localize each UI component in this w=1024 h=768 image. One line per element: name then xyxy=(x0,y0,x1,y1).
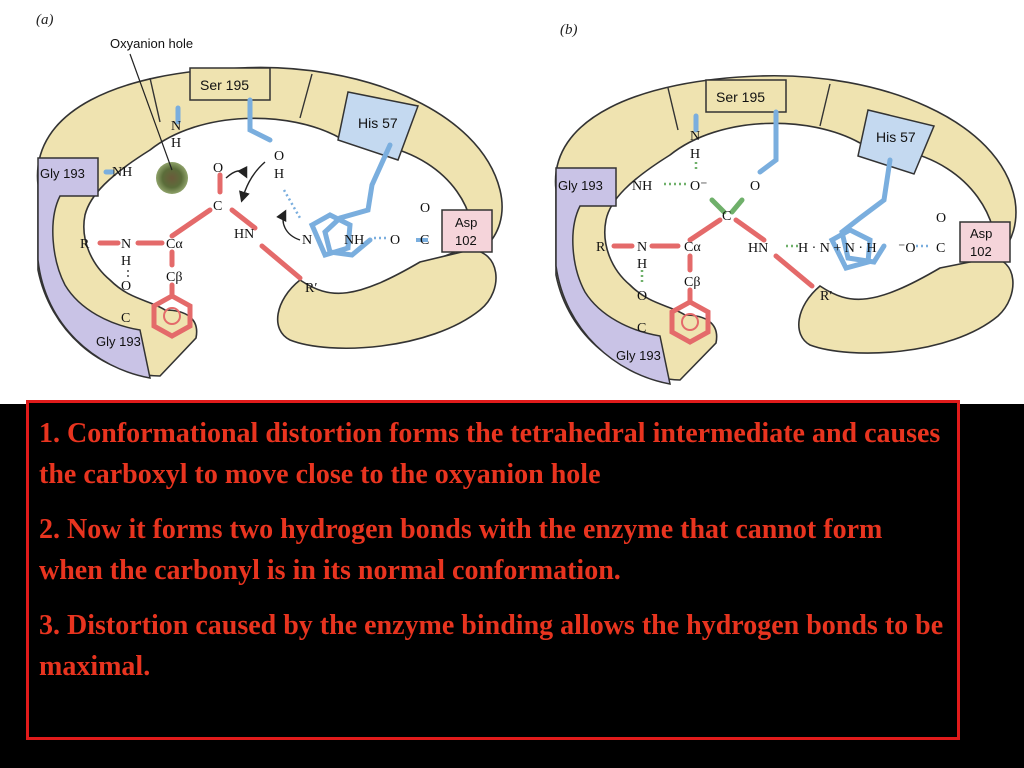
atom-N-sub-a: N xyxy=(121,237,131,252)
gly-bottom-label-a: Gly 193 xyxy=(96,334,141,349)
atom-O2-asp-b: O xyxy=(936,211,946,226)
atom-C-gly-b: C xyxy=(637,321,646,336)
gly-region-a xyxy=(37,157,151,379)
ser-region-b xyxy=(705,79,787,113)
caption-point-2: 2. Now it forms two hydrogen bonds with … xyxy=(39,514,883,586)
atom-charged-chain-b: H · N + N · H xyxy=(798,241,877,256)
mechanism-figure: Ser 195 His 57 Asp 102 Gly 193 Gly 193 O… xyxy=(0,0,1024,404)
asp-label-b-2: 102 xyxy=(970,244,992,259)
atom-H-sub-a: H xyxy=(121,254,131,269)
atom-O-a: O xyxy=(213,161,223,176)
atom-R-a: R xyxy=(80,237,90,252)
atom-OH-O-a: O xyxy=(274,149,284,164)
atom-Rprime-a: R′ xyxy=(305,281,317,296)
asp-region-b xyxy=(959,221,1011,263)
atom-H-ser-b: H xyxy=(690,147,700,162)
enzyme-lower-lobe-b xyxy=(798,257,1014,354)
atom-Ca-a: Cα xyxy=(166,237,183,252)
atom-NH-his-a: NH xyxy=(344,233,364,248)
panel-b: Ser 195 His 57 Asp 102 Gly 193 Gly 193 N… xyxy=(554,74,1017,385)
atom-R-b: R xyxy=(596,240,606,255)
his-label-b: His 57 xyxy=(876,129,916,145)
atom-O-ser-b: O xyxy=(750,179,760,194)
atom-N-ser-a: N xyxy=(171,119,181,134)
gly-region-b xyxy=(555,167,671,385)
atom-O-asp-a: O xyxy=(390,233,400,248)
atom-C-a: C xyxy=(213,199,222,214)
atom-Cb-b: Cβ xyxy=(684,275,700,290)
atom-OH-H-a: H xyxy=(274,167,284,182)
panel-a: Ser 195 His 57 Asp 102 Gly 193 Gly 193 O… xyxy=(36,36,503,379)
gly-top-label-a: Gly 193 xyxy=(40,166,85,181)
enzyme-lower-lobe-a xyxy=(276,249,497,350)
atom-Rprime-b: R′ xyxy=(820,289,832,304)
ser-label-b: Ser 195 xyxy=(716,89,765,105)
atom-O-gly-b: O xyxy=(637,289,647,304)
atom-C-b: C xyxy=(722,209,731,224)
panel-a-label: (a) xyxy=(36,12,54,28)
atom-C-asp-b: C xyxy=(936,241,945,256)
asp-region-a xyxy=(441,209,493,253)
asp-label-a-1: Asp xyxy=(455,215,477,230)
his-region-a xyxy=(337,91,420,161)
atom-H-ser-a: H xyxy=(171,136,181,151)
his-label-a: His 57 xyxy=(358,115,398,131)
asp-label-b-1: Asp xyxy=(970,226,992,241)
atom-O-gly-a: O xyxy=(121,279,131,294)
atom-HN-a: HN xyxy=(234,227,254,242)
atom-NH-gly-b: NH xyxy=(632,179,652,194)
atom-N-his-a: N xyxy=(302,233,312,248)
atom-Ca-b: Cα xyxy=(684,240,701,255)
atom-O-asp-b: ⁻O xyxy=(898,241,916,256)
gly-top-label-b: Gly 193 xyxy=(558,178,603,193)
ser-region-a xyxy=(189,67,271,101)
atom-N-sub-b: N xyxy=(637,240,647,255)
oxyanion-hole-label: Oxyanion hole xyxy=(110,36,193,51)
atom-C-asp-a: C xyxy=(420,233,429,248)
his-region-b xyxy=(857,109,936,175)
atom-NH-gly-a: NH xyxy=(112,165,132,180)
ser-label-a: Ser 195 xyxy=(200,77,249,93)
oxyanion-hole-sphere xyxy=(156,162,188,194)
atom-HN-b: HN xyxy=(748,241,768,256)
caption-point-3: 3. Distortion caused by the enzyme bindi… xyxy=(39,610,944,682)
atom-N-ser-b: N xyxy=(690,129,700,144)
mechanism-diagram: Ser 195 His 57 Asp 102 Gly 193 Gly 193 O… xyxy=(36,36,1017,385)
caption-box: 1. Conformational distortion forms the t… xyxy=(26,400,960,740)
caption-point-1: 1. Conformational distortion forms the t… xyxy=(39,418,941,490)
atom-H-sub-b: H xyxy=(637,257,647,272)
atom-Ominus-b: O⁻ xyxy=(690,179,708,194)
atom-C-gly-a: C xyxy=(121,311,130,326)
gly-bottom-label-b: Gly 193 xyxy=(616,348,661,363)
asp-label-a-2: 102 xyxy=(455,233,477,248)
atom-Cb-a: Cβ xyxy=(166,270,182,285)
panel-b-label: (b) xyxy=(560,22,578,38)
atom-O2-asp-a: O xyxy=(420,201,430,216)
